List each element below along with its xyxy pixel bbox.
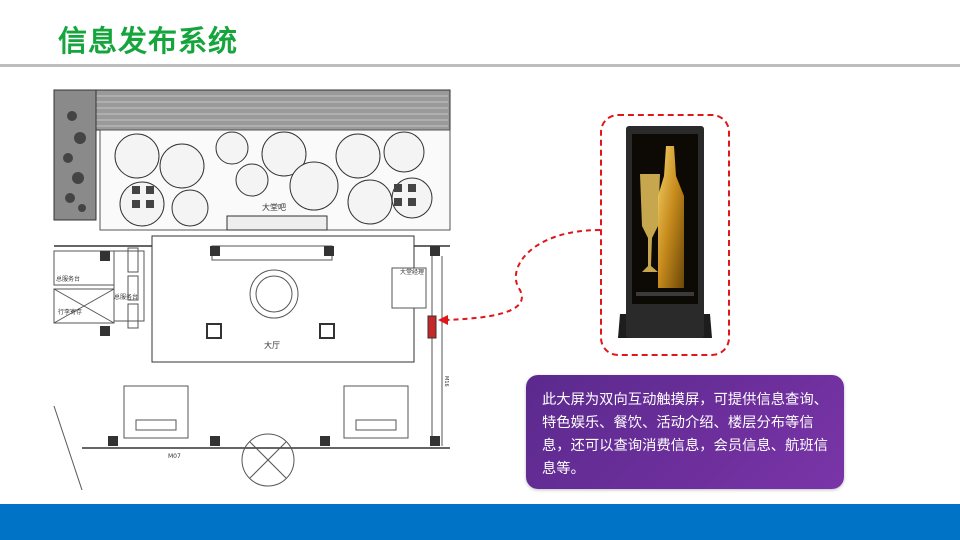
title-divider (0, 64, 960, 67)
label-hall: 大厅 (264, 340, 280, 350)
slide-title: 信息发布系统 (58, 24, 239, 58)
label-bottom-code: M07 (168, 453, 181, 460)
label-left-room-3: 总服务台 (114, 293, 138, 301)
label-left-room-1: 总服务台 (56, 275, 80, 283)
label-left-room-2: 行李寄存 (58, 308, 82, 316)
label-lobby-manager: 大堂经理 (400, 268, 424, 276)
description-callout: 此大屏为双向互动触摸屏，可提供信息查询、特色娱乐、餐饮、活动介绍、楼层分布等信息… (526, 375, 844, 489)
label-side-code: M16 (443, 376, 449, 387)
kiosk-frame (600, 114, 730, 356)
floor-plan: 大堂吧 总服务台 行李寄存 总服务台 大厅 (52, 86, 452, 490)
kiosk-image (618, 126, 712, 338)
footer-bar (0, 504, 960, 540)
label-lobby-bar: 大堂吧 (262, 202, 286, 212)
